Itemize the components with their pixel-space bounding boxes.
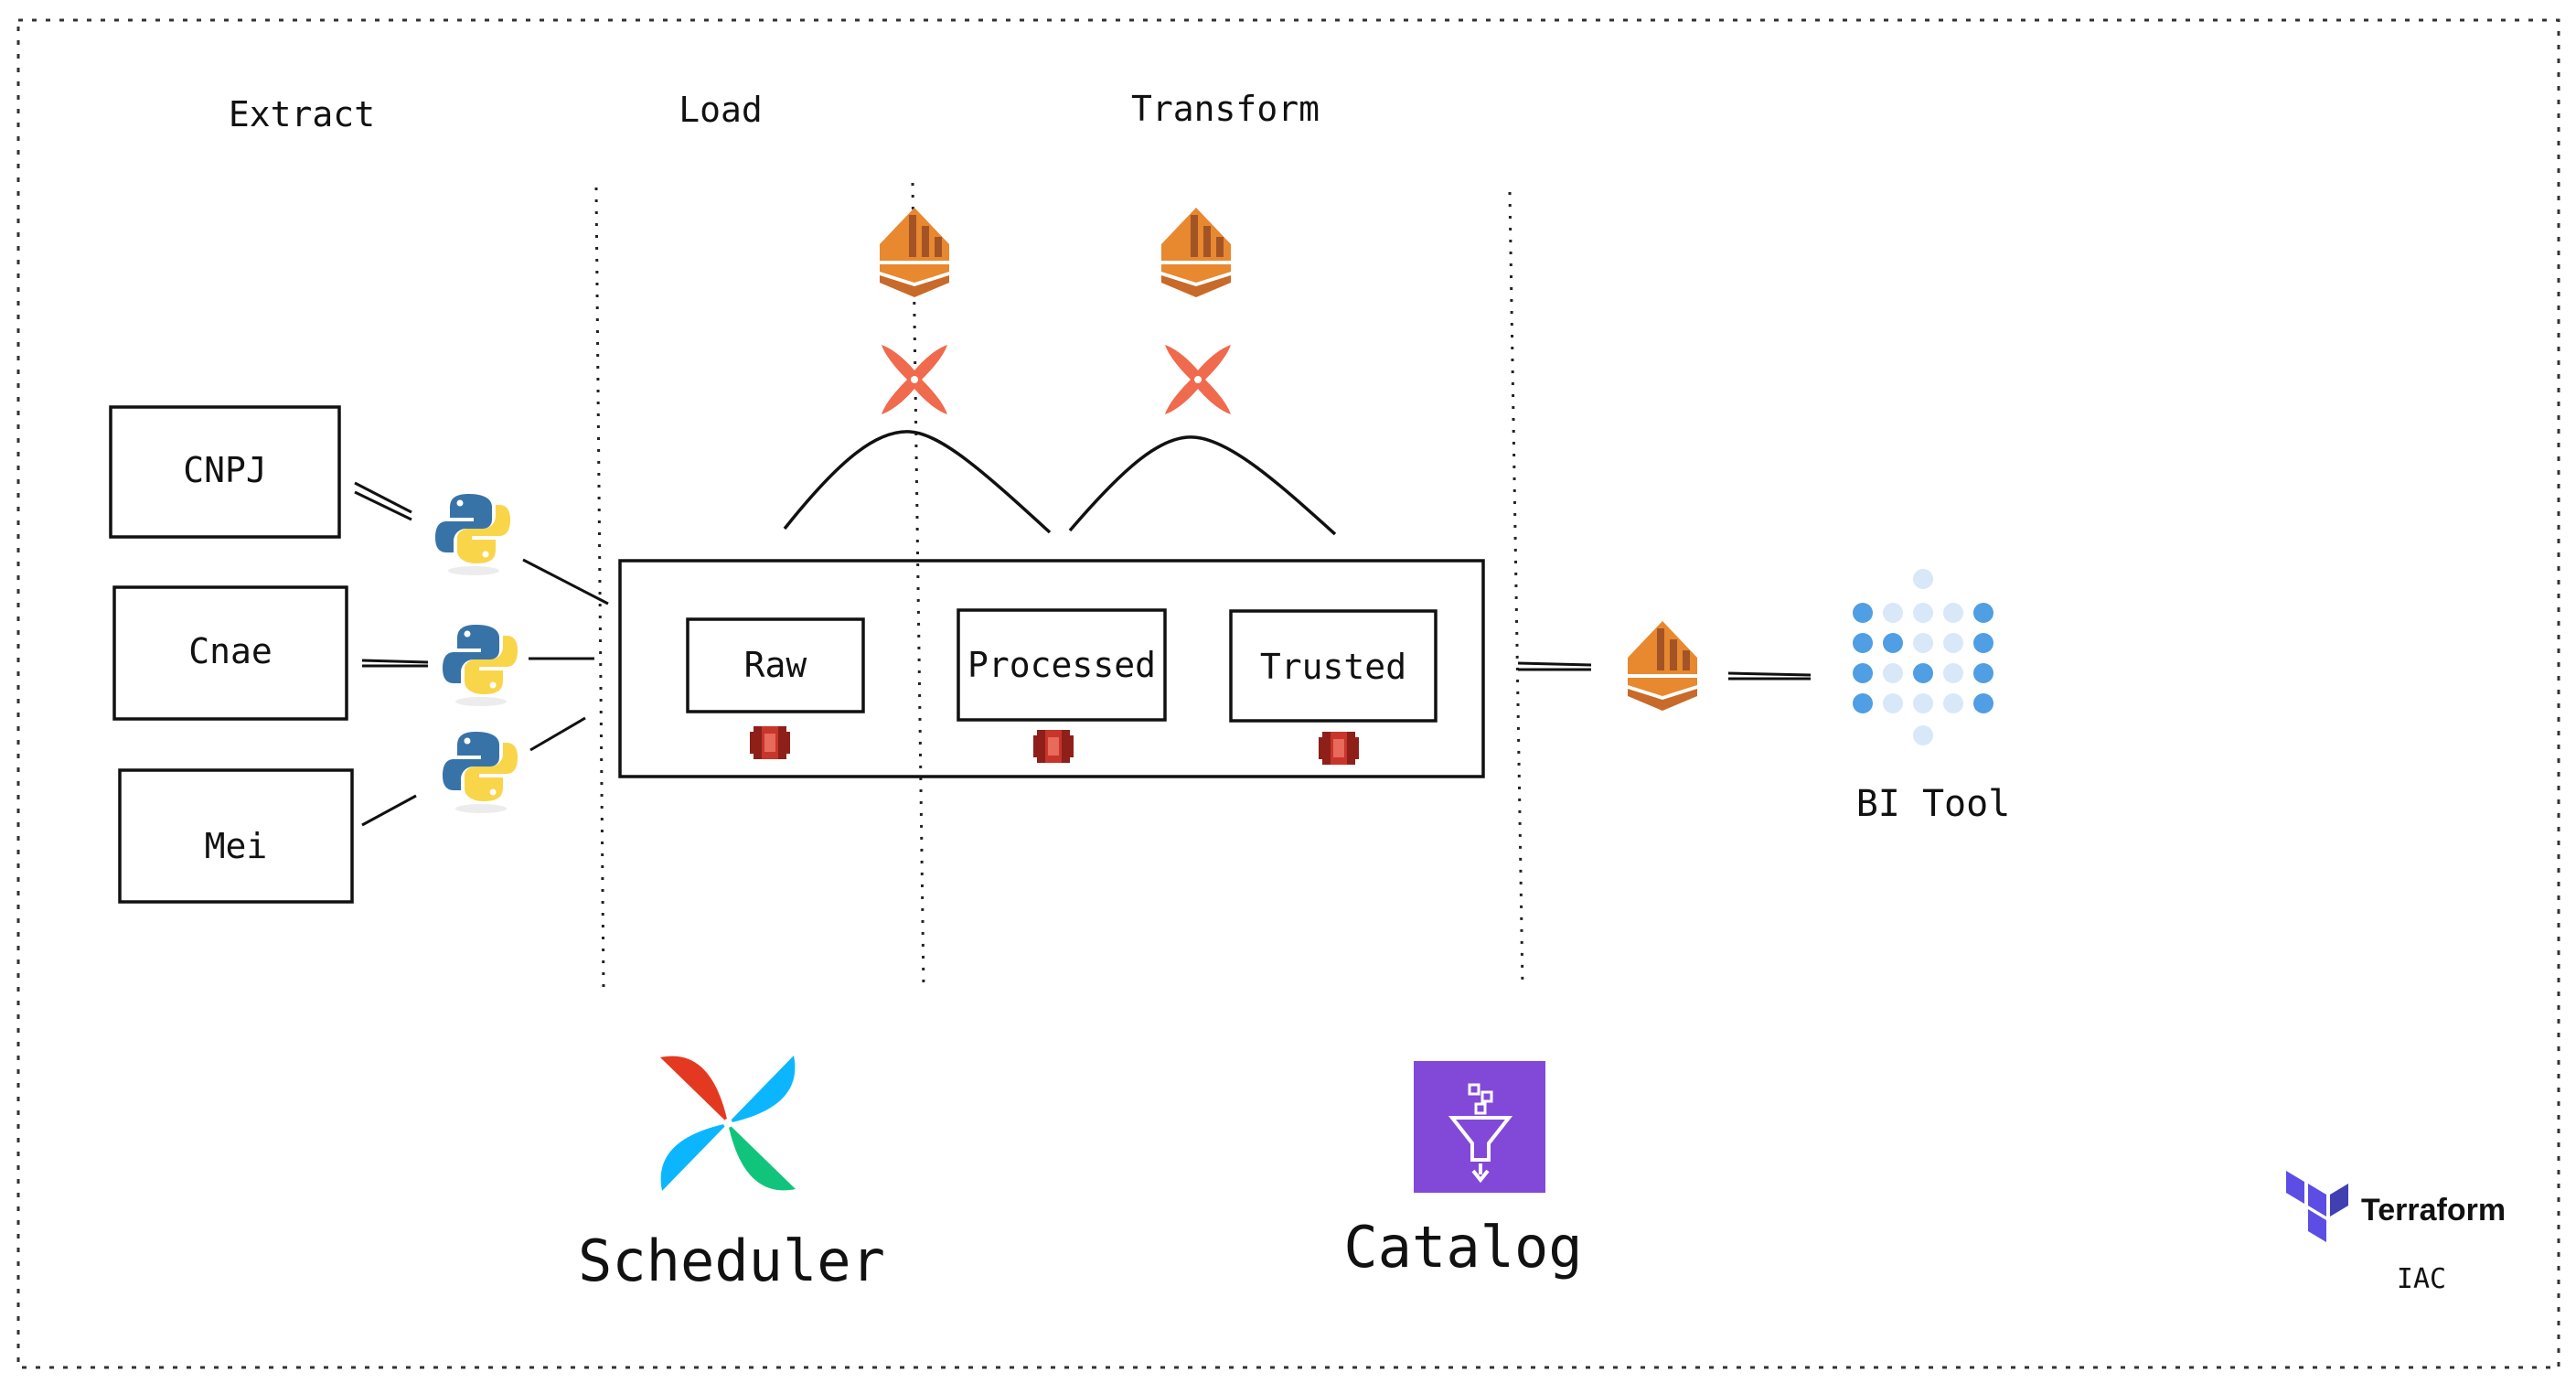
extract-connectors bbox=[354, 481, 609, 827]
metabase-icon bbox=[1853, 569, 1993, 745]
aws-emr-icon bbox=[1161, 208, 1231, 297]
s3-icon bbox=[1319, 732, 1359, 765]
catalog-label: Catalog bbox=[1343, 1214, 1582, 1281]
aws-emr-icon bbox=[880, 208, 949, 297]
source-box-cnae: Cnae bbox=[112, 585, 348, 721]
terraform-icon bbox=[2286, 1171, 2348, 1242]
layer-box-trusted: Trusted bbox=[1229, 609, 1438, 723]
s3-icon bbox=[750, 726, 790, 759]
source-label-mei: Mei bbox=[205, 826, 268, 866]
python-icon bbox=[435, 494, 510, 575]
aws-glue-icon bbox=[1414, 1061, 1545, 1193]
dbt-icon bbox=[882, 345, 947, 414]
layer-box-raw: Raw bbox=[686, 617, 865, 713]
dbt-icon bbox=[1165, 345, 1231, 414]
python-icon bbox=[443, 625, 518, 706]
transform-arcs bbox=[783, 430, 1337, 536]
source-label-cnpj: CNPJ bbox=[183, 450, 267, 490]
stage-extract-label: Extract bbox=[229, 94, 375, 134]
aws-emr-icon bbox=[1628, 621, 1697, 711]
stage-load-label: Load bbox=[679, 90, 763, 130]
stage-separators bbox=[594, 182, 1524, 989]
scheduler-label: Scheduler bbox=[578, 1228, 885, 1294]
source-box-cnpj: CNPJ bbox=[109, 405, 341, 539]
bi-tool-label: BI Tool bbox=[1856, 783, 2011, 825]
layer-label-processed: Processed bbox=[967, 645, 1156, 685]
airflow-icon bbox=[660, 1056, 796, 1191]
python-icon bbox=[443, 732, 518, 813]
serving-connectors bbox=[1517, 661, 1812, 681]
outer-frame bbox=[16, 18, 2560, 1369]
s3-icon bbox=[1033, 730, 1074, 763]
iac-label: IAC bbox=[2397, 1263, 2446, 1295]
source-box-mei: Mei bbox=[118, 768, 354, 904]
layer-box-processed: Processed bbox=[957, 608, 1167, 722]
layer-label-raw: Raw bbox=[744, 645, 807, 685]
terraform-brand-label: Terraform bbox=[2361, 1193, 2506, 1228]
source-label-cnae: Cnae bbox=[188, 631, 273, 671]
layer-label-trusted: Trusted bbox=[1260, 647, 1406, 687]
stage-transform-label: Transform bbox=[1131, 89, 1320, 129]
storage-container bbox=[618, 559, 1485, 778]
